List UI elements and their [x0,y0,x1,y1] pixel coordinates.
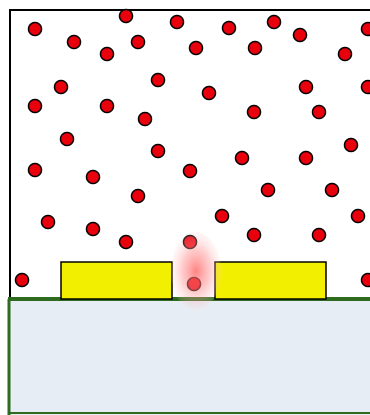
particle [345,139,358,152]
particle [55,81,68,94]
gap-glow [171,232,221,310]
particle [132,36,145,49]
particle [68,36,81,49]
particle [16,274,29,287]
particle [339,48,352,61]
particle [300,152,313,165]
particle [203,87,216,100]
particle [223,22,236,35]
left-pad [61,262,172,299]
particle [248,229,261,242]
particle [101,100,114,113]
particle [326,184,339,197]
particle [152,145,165,158]
particle [184,165,197,178]
particle [171,16,184,29]
particle [294,29,307,42]
particle [300,81,313,94]
particle [87,223,100,236]
particle [236,152,249,165]
particle [29,23,42,36]
particle [216,210,229,223]
particle [362,23,370,36]
particle [42,216,55,229]
particle [120,10,133,23]
substrate [10,299,370,415]
particle [139,113,152,126]
particle [313,106,326,119]
particle [101,48,114,61]
particle [120,236,133,249]
particle [61,133,74,146]
particle [190,42,203,55]
right-pad [215,262,326,299]
particle [132,190,145,203]
particle [362,274,370,287]
particle [152,74,165,87]
particle [262,184,275,197]
particle [268,16,281,29]
particle [249,42,262,55]
particle [313,229,326,242]
particle [248,106,261,119]
particle [352,210,365,223]
particle [87,171,100,184]
particle [29,100,42,113]
particle [29,164,42,177]
particle [362,81,370,94]
